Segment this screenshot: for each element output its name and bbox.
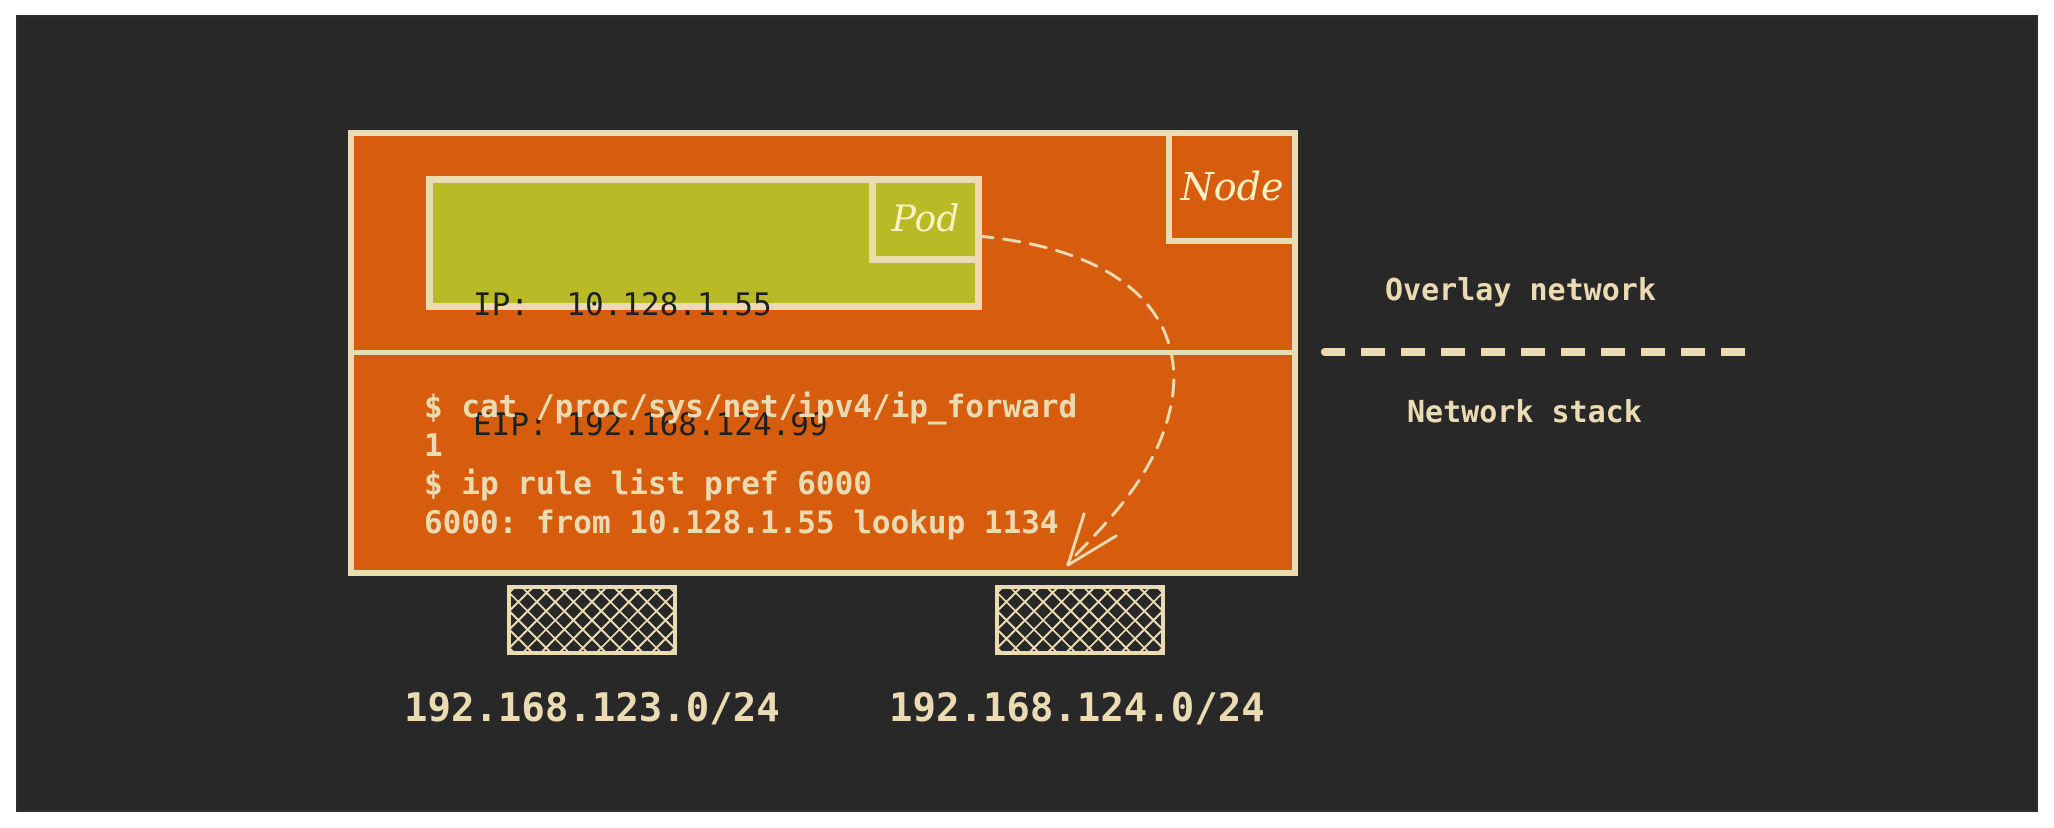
network-stack-label: Network stack xyxy=(1407,395,1642,430)
subnet-label-1: 192.168.123.0/24 xyxy=(404,686,780,731)
terminal-line: 1 xyxy=(424,427,443,464)
overlay-boundary-line xyxy=(1321,348,1751,356)
network-interface-2 xyxy=(995,585,1165,655)
node-label: Node xyxy=(1166,136,1292,244)
terminal-line: $ cat /proc/sys/net/ipv4/ip_forward xyxy=(424,389,1078,425)
pod-addresses: IP: 10.128.1.55 EIP: 192.168.124.99 xyxy=(473,205,828,525)
node-box: Node IP: 10.128.1.55 EIP: 192.168.124.99… xyxy=(348,130,1298,576)
subnet-label-2: 192.168.124.0/24 xyxy=(889,686,1265,731)
pod-ip-line: IP: 10.128.1.55 xyxy=(473,287,772,323)
terminal-line: 6000: from 10.128.1.55 lookup 1134 xyxy=(424,504,1059,541)
node-divider xyxy=(354,350,1292,355)
pod-label: Pod xyxy=(869,183,975,263)
overlay-network-label: Overlay network xyxy=(1385,273,1656,308)
pod-eip-line: EIP: 192.168.124.99 xyxy=(473,407,828,443)
pod-box: IP: 10.128.1.55 EIP: 192.168.124.99 Pod xyxy=(426,176,982,443)
terminal-output: $ cat /proc/sys/net/ipv4/ip_forward 1 $ … xyxy=(424,388,1077,542)
network-interface-1 xyxy=(507,585,677,655)
terminal-line: $ ip rule list pref 6000 xyxy=(424,466,872,502)
